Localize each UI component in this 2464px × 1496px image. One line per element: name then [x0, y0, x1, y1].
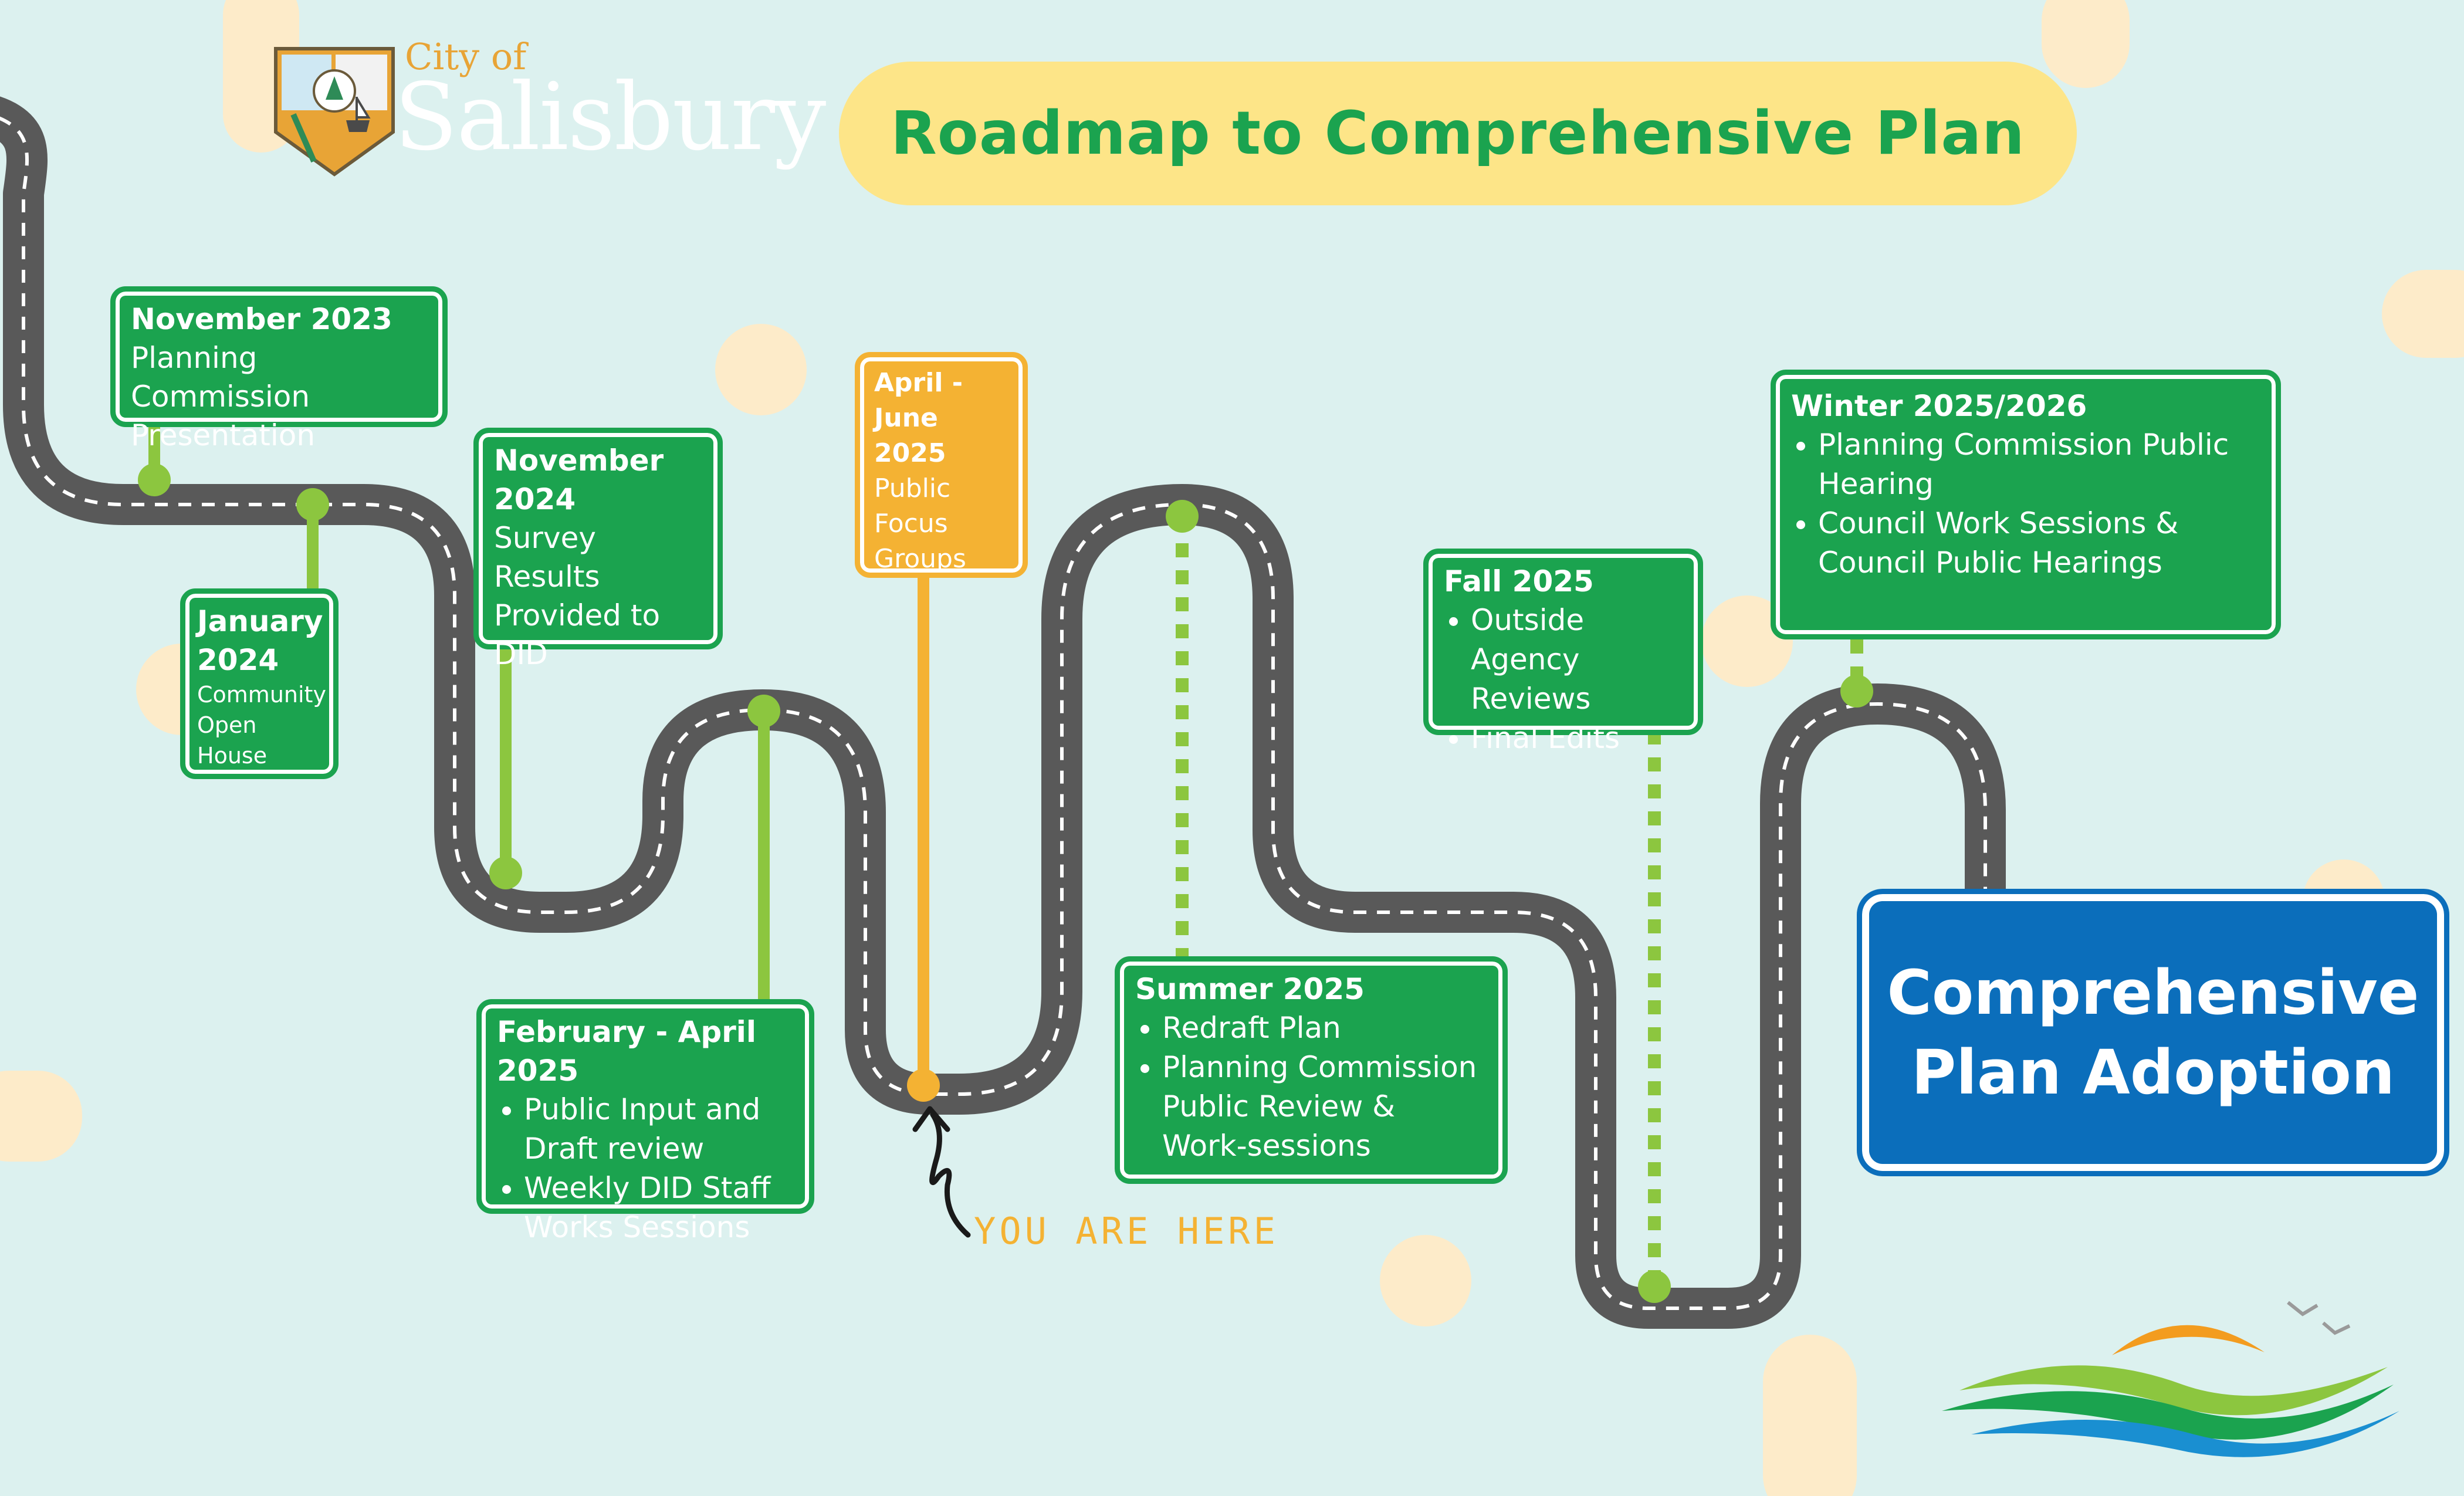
- milestone-date: February - April 2025: [497, 1015, 757, 1088]
- landscape-logo-icon: [1942, 1301, 2399, 1457]
- goal-line-2: Plan Adoption: [1911, 1037, 2395, 1108]
- city-name-large: Salisbury: [394, 63, 826, 171]
- milestone-fall-2025: Fall 2025 Outside Agency Reviews Final E…: [1423, 549, 1703, 755]
- milestone-list-item: Final Edits: [1471, 719, 1683, 758]
- page-title-banner: Roadmap to Comprehensive Plan: [839, 62, 2077, 205]
- milestone-text: Community Open House: [197, 682, 326, 769]
- milestone-date: Fall 2025: [1444, 564, 1594, 598]
- milestone-list: Public Input and Draft review Weekly DID…: [497, 1090, 794, 1247]
- milestone-date: November 2023: [131, 302, 392, 336]
- milestone-text: Planning Commission Presentation: [131, 341, 316, 452]
- milestone-nov-2024: November 2024 Survey Results Provided to…: [473, 428, 723, 671]
- milestone-list-item: Planning Commission Public Review & Work…: [1162, 1048, 1487, 1166]
- goal-plan-adoption: Comprehensive Plan Adoption: [1857, 889, 2449, 1176]
- milestone-feb-apr-2025: February - April 2025 Public Input and D…: [476, 999, 814, 1244]
- goal-line-1: Comprehensive: [1887, 957, 2419, 1028]
- you-are-here-arrow-icon: [912, 1106, 971, 1238]
- milestone-date: Winter 2025/2026: [1791, 389, 2087, 423]
- milestone-nov-2023: November 2023 Planning Commission Presen…: [110, 286, 448, 452]
- milestone-date: Summer 2025: [1135, 972, 1365, 1006]
- milestone-winter-2025-2026: Winter 2025/2026 Planning Commission Pub…: [1771, 370, 2281, 639]
- city-name-small: City of: [405, 35, 527, 78]
- page-title: Roadmap to Comprehensive Plan: [891, 99, 2025, 168]
- milestone-list-item: Weekly DID Staff Works Sessions: [524, 1169, 794, 1247]
- milestone-list-item: Planning Commission Public Hearing: [1818, 425, 2260, 504]
- milestone-list: Planning Commission Public Hearing Counc…: [1791, 425, 2260, 583]
- city-seal-icon: [274, 47, 395, 177]
- milestone-jan-2024: January 2024 Community Open House: [180, 588, 339, 779]
- milestone-date: January 2024: [197, 604, 323, 677]
- milestone-date: April - June 2025: [874, 368, 963, 468]
- milestone-list-item: Council Work Sessions & Council Public H…: [1818, 504, 2260, 583]
- milestone-date: November 2024: [494, 444, 664, 516]
- milestone-list: Redraft Plan Planning Commission Public …: [1135, 1008, 1487, 1166]
- milestone-list-item: Redraft Plan: [1162, 1008, 1487, 1048]
- milestone-text: Survey Results Provided to DID: [494, 521, 661, 671]
- you-are-here-label: YOU ARE HERE: [974, 1210, 1279, 1253]
- milestone-apr-jun-2025: April - June 2025 Public Focus Groups: [855, 352, 1028, 578]
- milestone-summer-2025: Summer 2025 Redraft Plan Planning Commis…: [1115, 956, 1508, 1184]
- milestone-list-item: Outside Agency Reviews: [1471, 601, 1683, 719]
- milestone-text: Public Focus Groups: [874, 473, 966, 574]
- milestone-list: Outside Agency Reviews Final Edits: [1444, 601, 1683, 758]
- milestone-list-item: Public Input and Draft review: [524, 1090, 794, 1169]
